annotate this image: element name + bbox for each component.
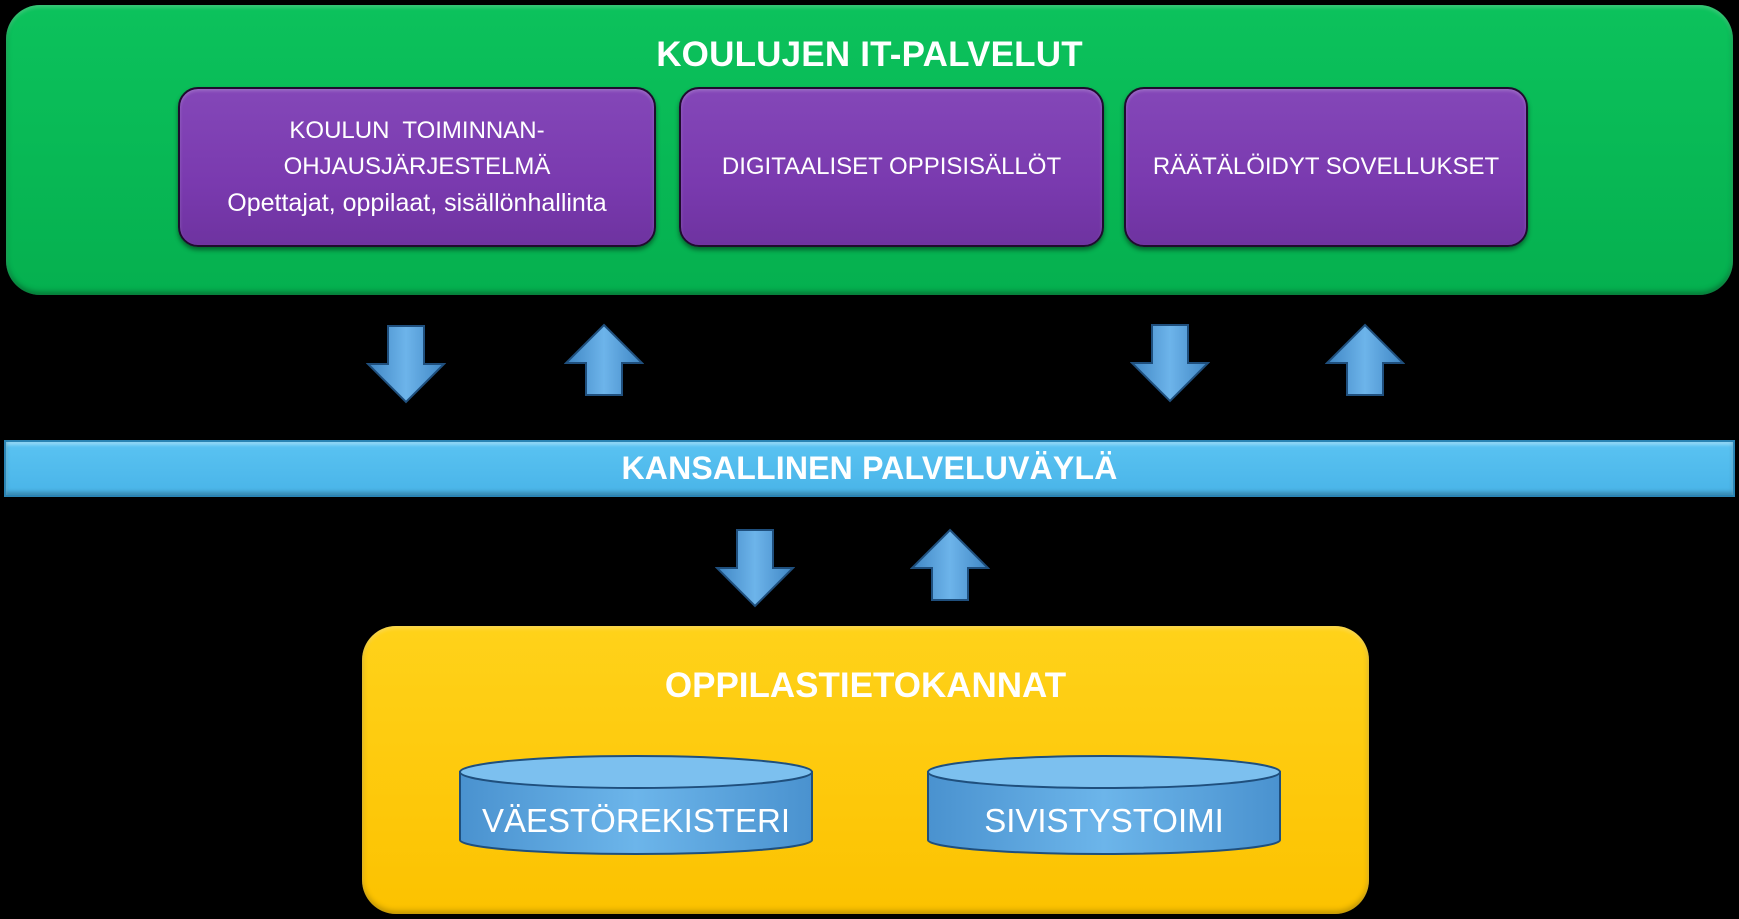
arrow-down-icon	[366, 325, 446, 404]
school-it-services-title: KOULUJEN IT-PALVELUT	[656, 35, 1083, 74]
arrow-down-icon	[715, 529, 795, 608]
national-service-bus: KANSALLINEN PALVELUVÄYLÄ	[4, 440, 1735, 497]
school-it-services-container: KOULUJEN IT-PALVELUT KOULUN TOIMINNAN- O…	[6, 5, 1733, 295]
student-databases-title: OPPILASTIETOKANNAT	[664, 666, 1067, 705]
population-register-label: VÄESTÖREKISTERI	[481, 802, 791, 839]
database-cylinder-icon	[459, 755, 813, 855]
school-management-system-box: KOULUN TOIMINNAN- OHJAUSJÄRJESTELMÄ Opet…	[178, 87, 656, 247]
arrow-down-icon	[1130, 324, 1210, 403]
custom-applications-box: RÄÄTÄLÖIDYT SOVELLUKSET	[1124, 87, 1528, 247]
school-management-line-2: OHJAUSJÄRJESTELMÄ	[283, 153, 551, 180]
arrow-up-icon	[564, 323, 644, 396]
population-register-database: VÄESTÖREKISTERI	[458, 752, 814, 858]
arrow-up-icon	[910, 528, 990, 601]
arrow-up-icon	[1325, 323, 1405, 396]
education-department-database: SIVISTYSTOIMI	[926, 752, 1282, 858]
database-cylinder-icon	[927, 755, 1281, 855]
school-management-line-3: Opettajat, oppilaat, sisällönhallinta	[227, 189, 607, 217]
digital-learning-content-label: DIGITAALISET OPPISISÄLLÖT	[721, 153, 1062, 180]
custom-applications-label: RÄÄTÄLÖIDYT SOVELLUKSET	[1152, 153, 1500, 180]
education-department-label: SIVISTYSTOIMI	[984, 802, 1224, 839]
digital-learning-content-box: DIGITAALISET OPPISISÄLLÖT	[679, 87, 1104, 247]
student-databases-container: OPPILASTIETOKANNAT VÄESTÖREKISTERI	[362, 626, 1369, 914]
school-management-line-1: KOULUN TOIMINNAN-	[289, 117, 545, 144]
